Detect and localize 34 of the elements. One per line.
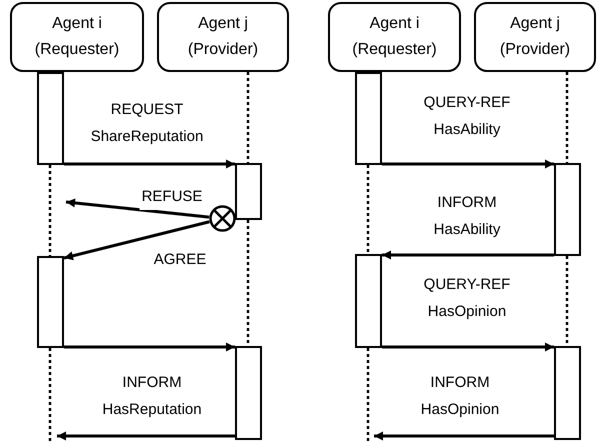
message-arrow (64, 160, 235, 168)
message-arrow (382, 160, 554, 168)
message-arrow (382, 342, 554, 352)
lifeline (566, 256, 568, 346)
lifeline (366, 165, 370, 254)
termination-symbol (209, 205, 236, 232)
agent-name: Agent i (Requester) (34, 14, 120, 60)
activation-bar (37, 72, 64, 165)
lifeline (246, 220, 250, 346)
message-arrow (57, 432, 235, 440)
activation-bar (37, 256, 64, 348)
message-arrow (64, 342, 235, 352)
lifeline (48, 165, 52, 256)
agent-name: Agent i (Requester) (351, 14, 438, 60)
lifeline (48, 348, 52, 442)
lifeline (566, 72, 568, 163)
activation-bar (235, 163, 262, 220)
agent-box (474, 2, 596, 72)
message-arrow (374, 432, 554, 440)
agent-box (157, 2, 289, 72)
agent-box (10, 2, 144, 72)
agent-box (328, 2, 461, 72)
agent-name: Agent j (Provider) (186, 14, 260, 60)
activation-bar (355, 254, 382, 348)
activation-bar (554, 346, 581, 440)
message-arrow (64, 220, 210, 260)
lifeline (366, 348, 370, 442)
activation-bar (235, 346, 262, 440)
activation-bar (355, 72, 382, 165)
message-arrow (66, 198, 210, 219)
lifeline (246, 72, 250, 163)
agent-name: Agent j (Provider) (498, 14, 572, 60)
message-arrow (382, 250, 554, 260)
activation-bar (554, 163, 581, 256)
